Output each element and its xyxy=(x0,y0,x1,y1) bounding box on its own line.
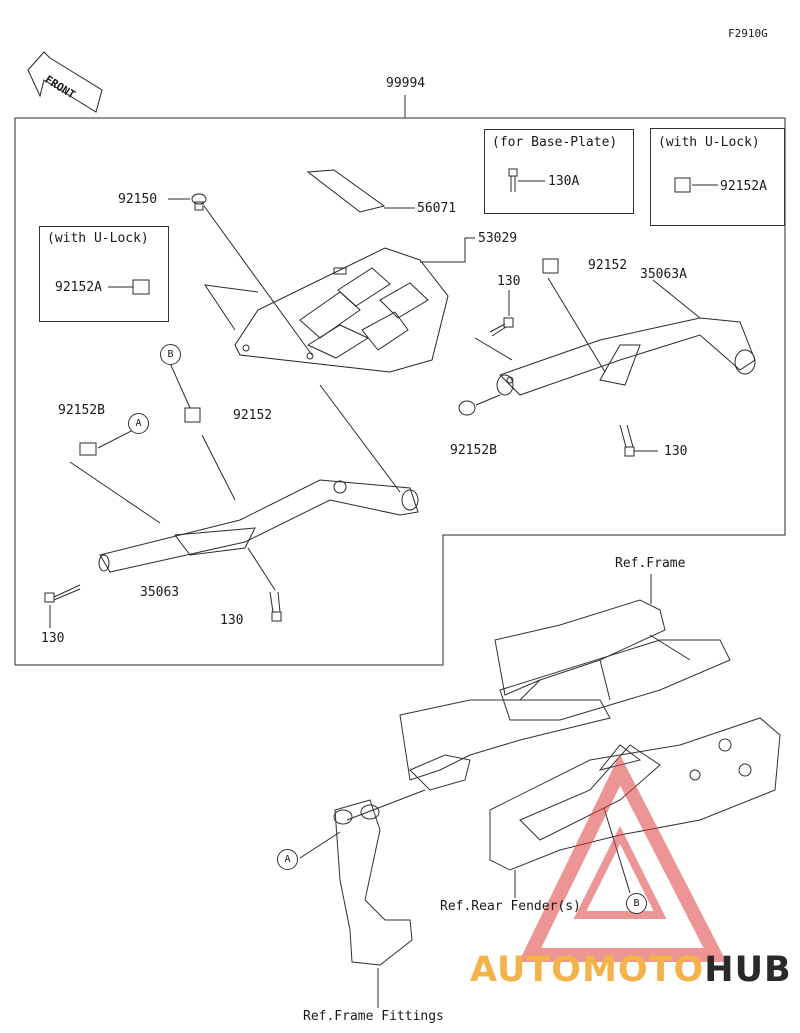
ulock-left-box xyxy=(39,226,169,322)
sticker-56071 xyxy=(306,169,386,213)
part-35063a: 35063A xyxy=(640,267,687,282)
part-92152b-left: 92152B xyxy=(58,403,105,418)
bracket-35063a xyxy=(496,317,756,396)
part-130-bottom: 130 xyxy=(220,613,244,628)
ulock-right-box xyxy=(650,128,785,226)
base-plate-title: (for Base-Plate) xyxy=(492,135,618,150)
base-plate-box xyxy=(484,129,634,214)
ulock-left-title: (with U-Lock) xyxy=(47,231,149,246)
frame-reference xyxy=(399,599,731,791)
bolt-130a-icon xyxy=(508,168,518,192)
ref-rear-fender: Ref.Rear Fender(s) xyxy=(440,899,581,914)
callout-b-upper: B xyxy=(160,344,181,365)
assembly-border xyxy=(14,117,786,666)
part-130-top: 130 xyxy=(497,274,521,289)
base-plate-53029 xyxy=(234,247,449,373)
part-92150: 92150 xyxy=(118,192,158,207)
part-92152b-right: 92152B xyxy=(450,443,497,458)
watermark-text: AUTOMOTOHUB xyxy=(470,950,792,990)
spacer-92152-left xyxy=(184,407,201,423)
part-130-right: 130 xyxy=(664,444,688,459)
spacer-92152b-left xyxy=(79,442,97,456)
part-92152-top: 92152 xyxy=(588,258,628,273)
part-92152-left: 92152 xyxy=(233,408,273,423)
callout-a-upper: A xyxy=(128,413,149,434)
assembly-number: 99994 xyxy=(386,76,426,91)
ulock-right-title: (with U-Lock) xyxy=(658,135,760,150)
bracket-35063 xyxy=(98,479,419,573)
callout-a-lower: A xyxy=(277,849,298,870)
base-plate-part: 130A xyxy=(548,174,580,189)
ulock-right-part: 92152A xyxy=(720,179,767,194)
part-130-left: 130 xyxy=(41,631,65,646)
spacer-92152b-right xyxy=(458,400,476,416)
ref-frame-fittings: Ref.Frame Fittings xyxy=(303,1009,444,1024)
ulock-left-part: 92152A xyxy=(55,280,102,295)
frame-fittings-reference xyxy=(333,799,413,966)
bolt-130-left xyxy=(44,584,81,603)
figure-code: F2910G xyxy=(728,27,768,40)
watermark-logo-triangle xyxy=(518,754,727,962)
spacer-92152a-right-icon xyxy=(674,177,691,193)
bolt-130-right xyxy=(619,424,635,457)
part-53029: 53029 xyxy=(478,231,518,246)
front-arrow-icon xyxy=(27,51,103,113)
bolt-130-top xyxy=(489,317,514,337)
bolt-92150 xyxy=(191,193,207,211)
ref-frame: Ref.Frame xyxy=(615,556,686,571)
callout-b-lower: B xyxy=(626,893,647,914)
spacer-92152-right xyxy=(542,258,559,274)
part-35063: 35063 xyxy=(140,585,180,600)
part-56071: 56071 xyxy=(417,201,457,216)
bolt-130-bottom xyxy=(269,591,282,622)
